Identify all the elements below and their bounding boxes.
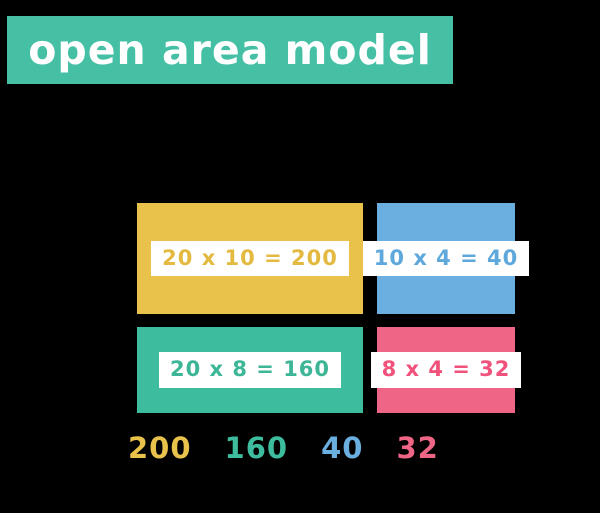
partial-product-200: 200 bbox=[128, 431, 192, 465]
partial-products-row: 200 160 40 32 bbox=[128, 431, 439, 465]
equation-10x4: 10 x 4 = 40 bbox=[362, 240, 530, 277]
area-cell-20x10: 20 x 10 = 200 bbox=[137, 203, 363, 314]
equation-20x8: 20 x 8 = 160 bbox=[158, 352, 342, 388]
area-cell-10x4: 10 x 4 = 40 bbox=[362, 203, 530, 314]
partial-product-32: 32 bbox=[396, 431, 439, 465]
partial-product-160: 160 bbox=[224, 431, 289, 465]
area-cell-8x4: 8 x 4 = 32 bbox=[370, 327, 522, 413]
partial-product-40: 40 bbox=[321, 431, 364, 465]
equation-8x4: 8 x 4 = 32 bbox=[370, 352, 522, 388]
title-banner: open area model bbox=[7, 16, 453, 84]
area-cell-20x8: 20 x 8 = 160 bbox=[137, 327, 363, 413]
page-title: open area model bbox=[28, 26, 432, 74]
equation-20x10: 20 x 10 = 200 bbox=[151, 240, 349, 277]
